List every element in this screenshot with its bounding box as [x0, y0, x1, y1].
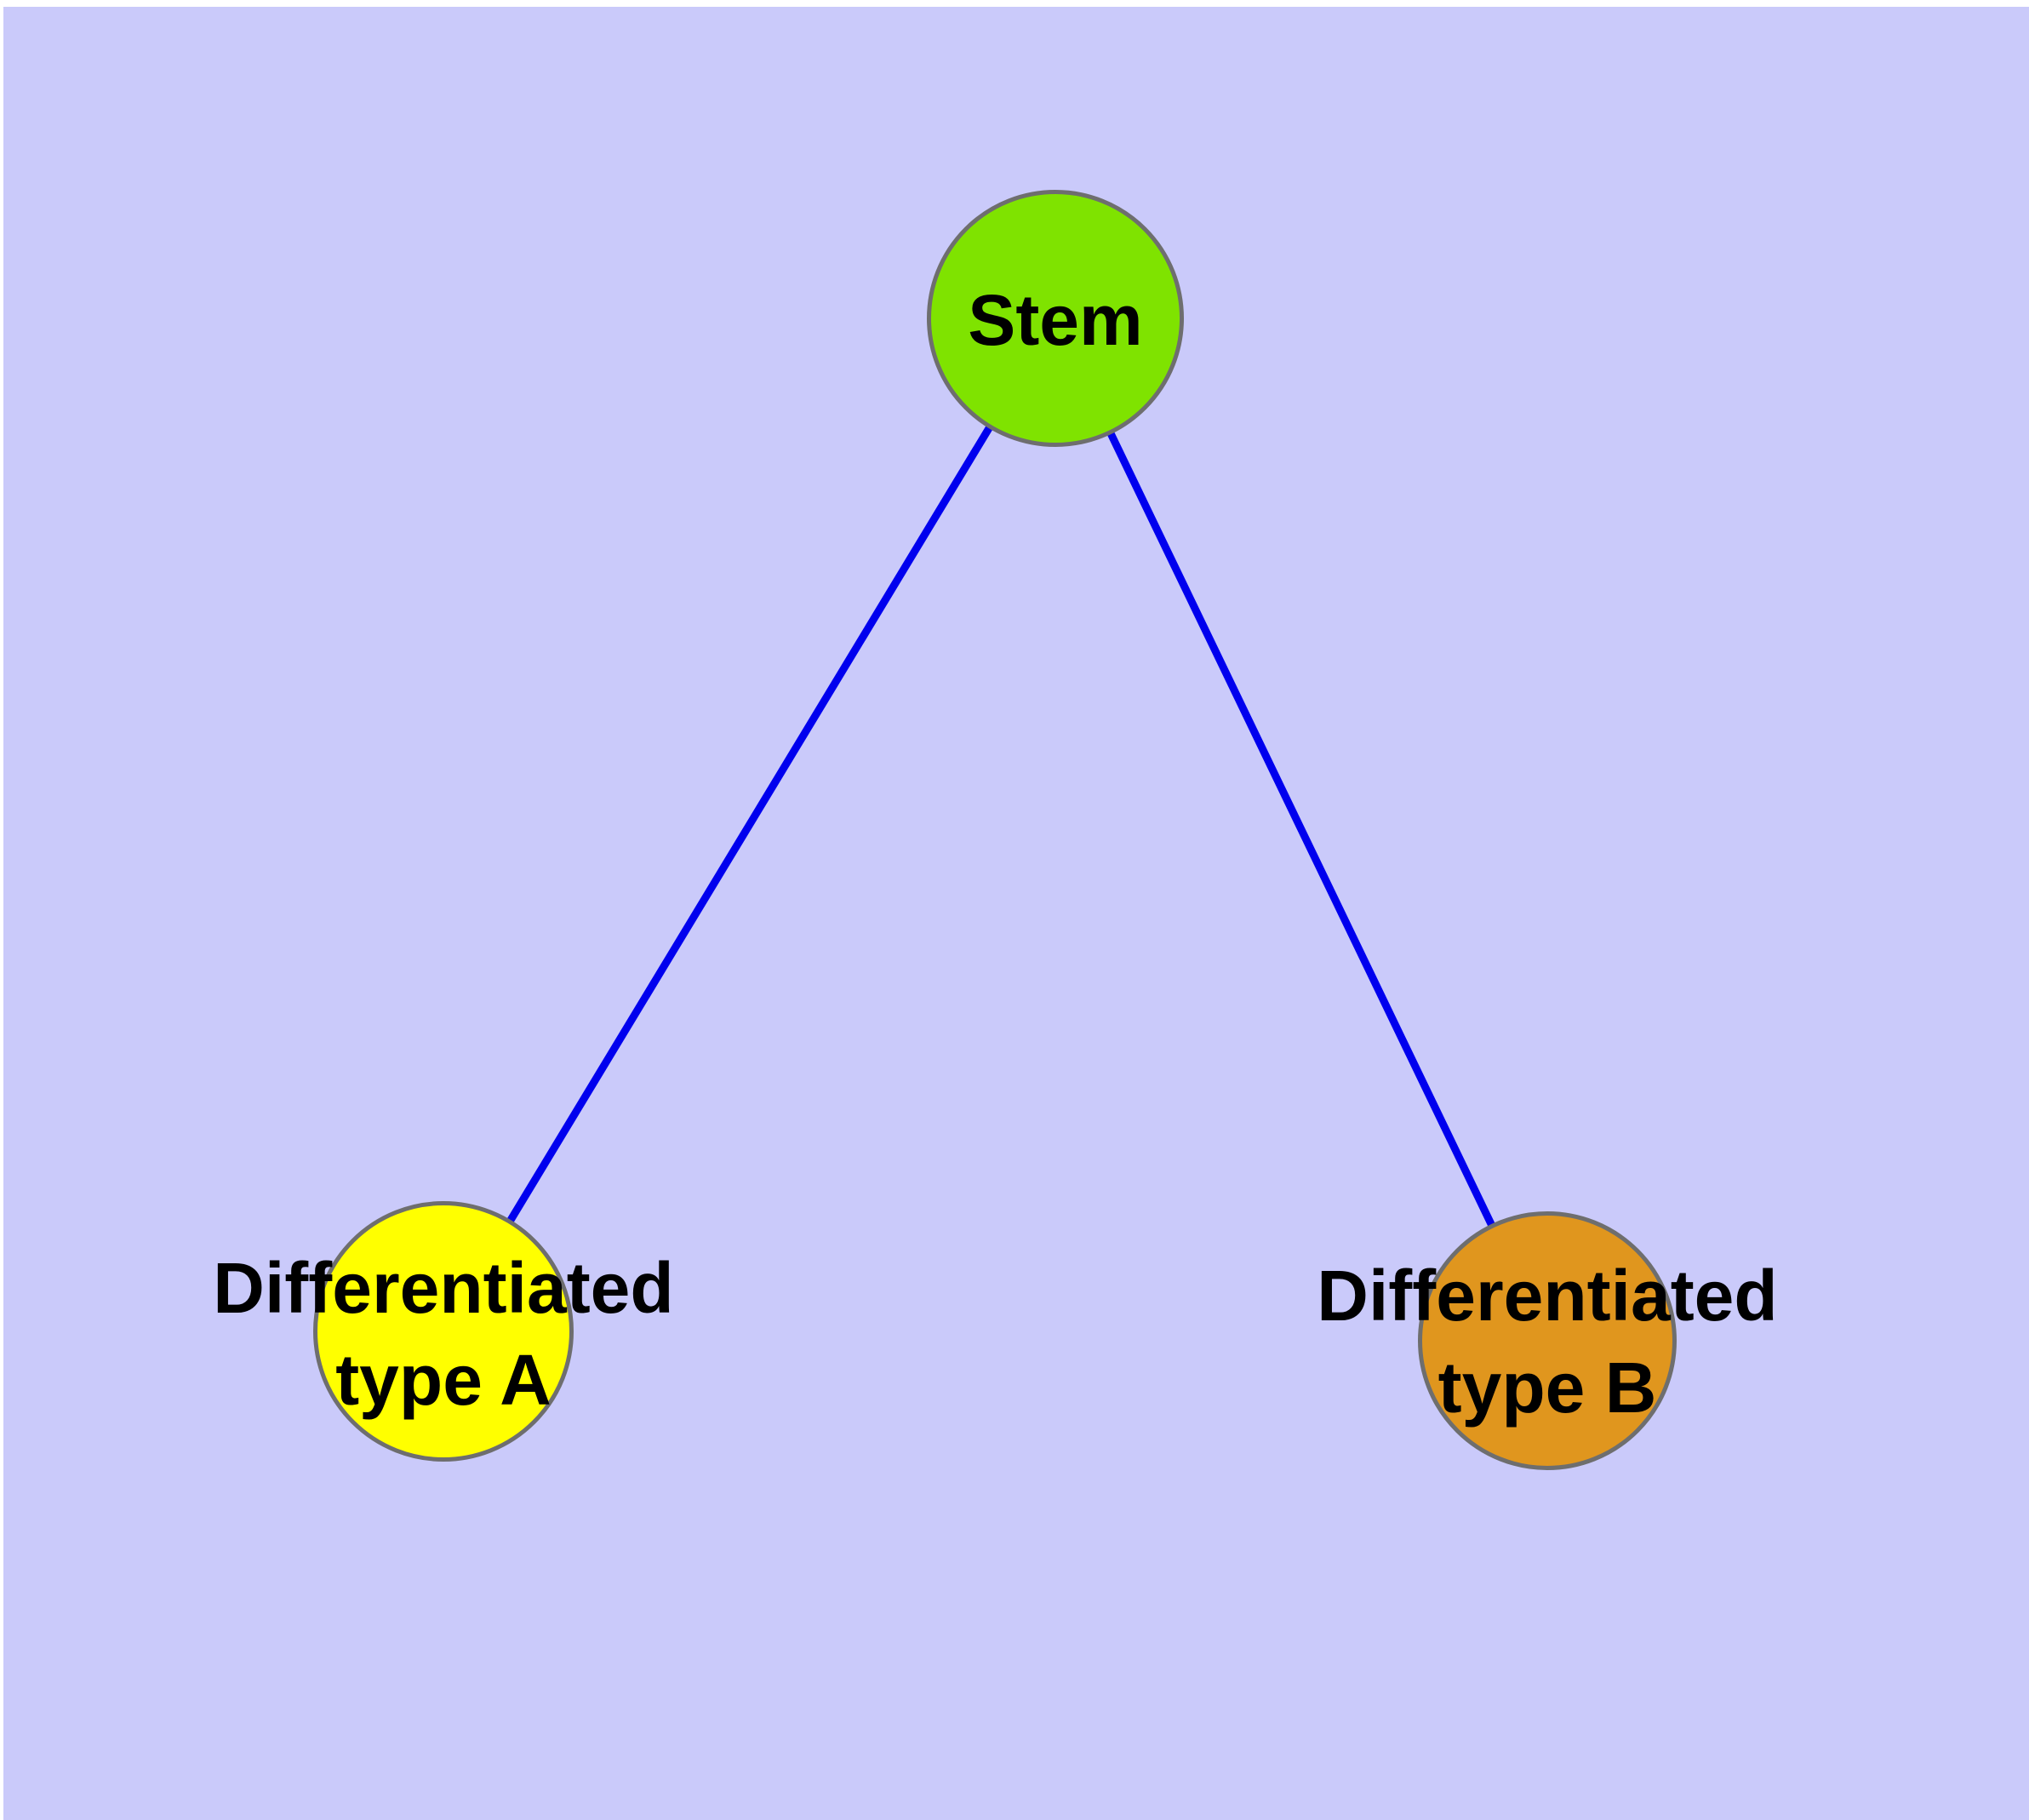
node-type-b-label-line2: type B: [1437, 1348, 1657, 1428]
edge-stem-to-type-b: [1051, 317, 1552, 1342]
node-type-b-label-line1: Differentiated: [1317, 1256, 1778, 1336]
node-type-b-label: Differentiated type B: [1317, 1250, 1777, 1434]
node-type-a-circle: [313, 1201, 574, 1462]
node-stem-label-line: Stem: [968, 280, 1143, 360]
node-type-a-label: Differentiated type A: [213, 1242, 673, 1426]
node-stem-label: Stem: [968, 274, 1142, 366]
node-type-b-circle: [1418, 1211, 1677, 1470]
node-stem-circle: [927, 190, 1184, 447]
node-type-a-label-line1: Differentiated: [213, 1248, 674, 1328]
edge-stem-to-type-a: [440, 316, 1059, 1334]
node-type-a-label-line2: type A: [335, 1340, 552, 1420]
